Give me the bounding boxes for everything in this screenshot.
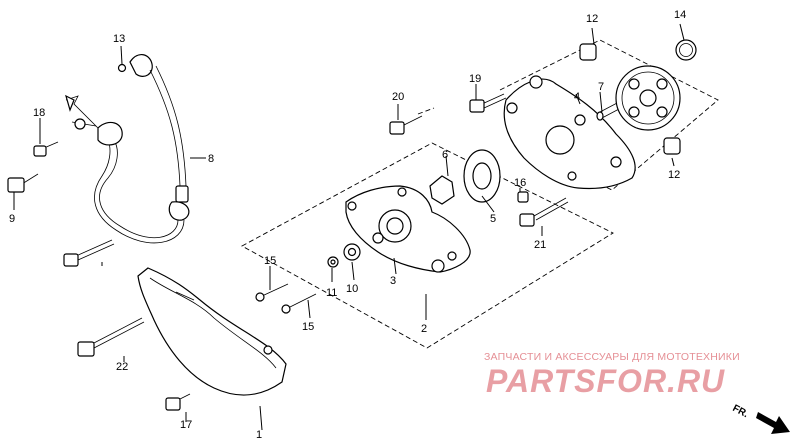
assembly-outline-gear (417, 39, 719, 191)
callout-18: 18 (33, 107, 45, 119)
assembly-outline-pump (241, 142, 614, 349)
oil-pipe (65, 54, 190, 244)
callout-11: 11 (326, 287, 337, 299)
driven-gear (615, 65, 681, 131)
front-label: FR. (731, 403, 751, 420)
front-arrow-icon (756, 412, 790, 434)
callout-1: 1 (256, 429, 262, 441)
callout-16: 16 (514, 177, 526, 189)
bolt-17 (165, 393, 191, 411)
callout-20: 21 (534, 239, 546, 251)
callout-12-right: 12 (668, 169, 680, 181)
screw-15b (281, 293, 317, 314)
callout-3: 3 (390, 275, 396, 287)
callout-21: 22 (116, 361, 128, 373)
screw-15a (255, 283, 289, 302)
callout-15-top: 15 (264, 255, 276, 267)
o-ring-14 (675, 39, 697, 61)
dowel-12a (579, 43, 597, 61)
watermark-logo: PARTSFOR.RU (486, 363, 725, 399)
bolt-18 (33, 141, 59, 157)
callout-19-left: 20 (392, 91, 404, 103)
washer-10 (343, 243, 361, 261)
callouts: 1 2 3 4 5 6 7 8 9 10 11 12 12 13 14 15 1… (9, 9, 686, 441)
dowel-16 (517, 191, 529, 203)
bolt-9 (7, 173, 39, 193)
bolt-19a (469, 93, 507, 113)
bolt-22 (63, 239, 115, 267)
pump-body (503, 75, 636, 190)
washer-13 (117, 63, 127, 73)
callout-9: 9 (9, 213, 15, 225)
callout-4: 4 (574, 91, 580, 103)
callout-15-bottom: 15 (302, 321, 314, 333)
watermark-logo-text: PARTSFOR.RU (486, 363, 725, 399)
callout-19-right: 19 (469, 73, 481, 85)
nut-11 (327, 256, 339, 268)
callout-2: 2 (421, 323, 427, 335)
cover-plate (137, 267, 287, 396)
pump-housing (345, 185, 471, 273)
dowel-12b (663, 137, 681, 155)
callout-12-top: 12 (586, 13, 598, 25)
callout-17: 17 (180, 419, 192, 431)
leader-lines (13, 23, 685, 431)
bolt-19b (389, 115, 423, 135)
front-direction-marker: FR. (731, 403, 790, 434)
callout-6: 6 (442, 149, 448, 161)
bolt-20 (519, 197, 569, 227)
callout-5: 5 (490, 213, 496, 225)
callout-10: 10 (346, 283, 358, 295)
callout-8: 8 (208, 153, 214, 165)
outer-rotor (463, 149, 501, 203)
callout-7: 7 (598, 81, 604, 93)
callout-13: 13 (113, 33, 125, 45)
bolt-21 (77, 317, 145, 357)
watermark-tagline: ЗАПЧАСТИ И АКСЕССУАРЫ ДЛЯ МОТОТЕХНИКИ (484, 351, 740, 363)
inner-rotor (429, 175, 455, 205)
callout-14: 14 (674, 9, 686, 21)
